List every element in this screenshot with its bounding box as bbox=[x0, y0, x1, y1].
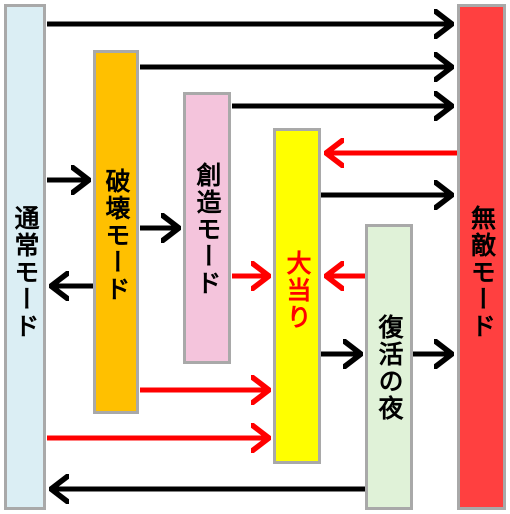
node-invincible-mode-label: 無敵モード bbox=[467, 204, 497, 340]
node-jackpot-label: 大当り bbox=[283, 249, 312, 331]
node-destruction-mode-label: 破壊モード bbox=[102, 167, 131, 303]
node-creation-mode-label: 創造モード bbox=[193, 161, 222, 297]
node-normal-mode-label: 通常モード bbox=[11, 204, 40, 340]
node-normal-mode: 通常モード bbox=[4, 4, 46, 510]
node-destruction-mode: 破壊モード bbox=[93, 50, 139, 414]
node-revival-night: 復活の夜 bbox=[365, 224, 413, 510]
node-jackpot: 大当り bbox=[273, 128, 321, 464]
node-revival-night-label: 復活の夜 bbox=[375, 314, 404, 422]
node-creation-mode: 創造モード bbox=[183, 92, 231, 364]
node-invincible-mode: 無敵モード bbox=[457, 4, 506, 510]
